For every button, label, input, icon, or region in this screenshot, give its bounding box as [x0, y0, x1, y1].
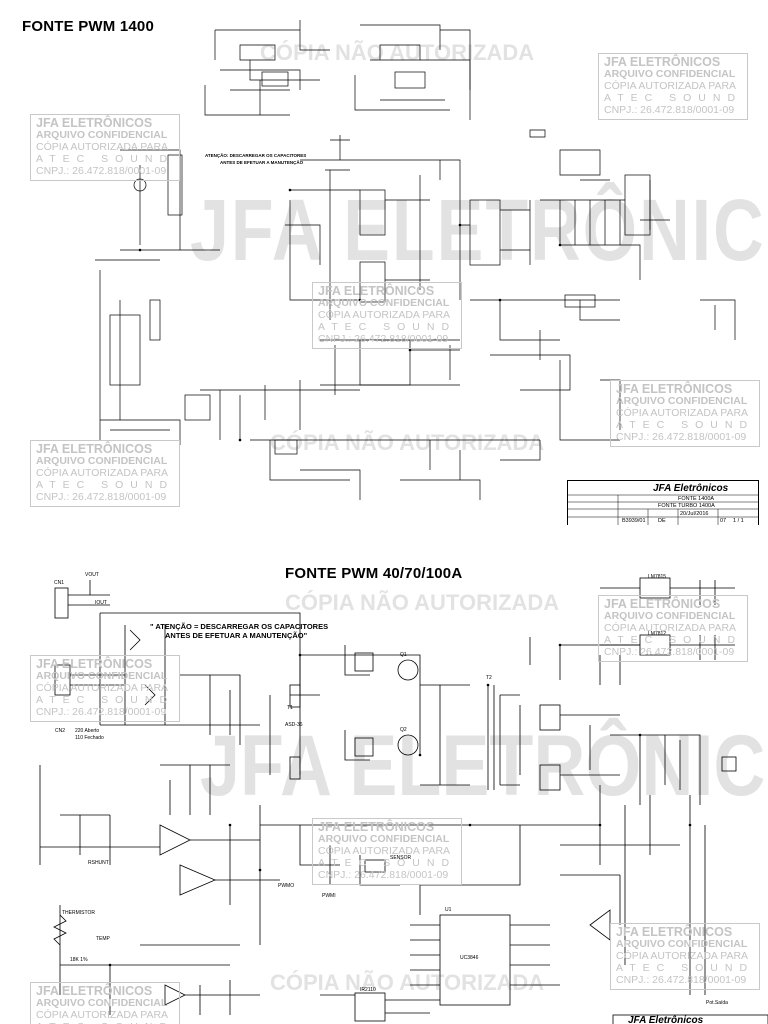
label-pwmo: PWMO — [278, 883, 295, 889]
label-lm7815: LM7815 — [648, 574, 667, 580]
title-block-cell: 07 — [720, 518, 727, 524]
big-watermark: CÓPIA NÃO AUTORIZADA — [270, 430, 545, 455]
label-t2: T2 — [486, 675, 492, 681]
label-t1: T1 — [287, 705, 293, 711]
label-thermistor: THERMISTOR — [62, 910, 95, 916]
label-220: 220 Aberto — [75, 728, 100, 734]
warning-note: " ATENÇÃO = DESCARREGAR OS CAPACITORES — [150, 622, 329, 631]
label-u1: U1 — [445, 907, 452, 913]
schematic-drawing-1 — [95, 20, 736, 500]
label-lm7812: LM7812 — [648, 631, 667, 637]
label-resistor: 18K 1% — [70, 957, 88, 963]
label-q2: Q2 — [400, 727, 407, 733]
label-cn1: CN1 — [54, 580, 65, 586]
label-q1: Q1 — [400, 652, 407, 658]
schematic-sheet-2: FONTE PWM 40/70/100A CÓPIA NÃO AUTORIZAD… — [0, 525, 768, 1024]
label-cn2: CN2 — [55, 728, 66, 734]
label-pwmi: PWMI — [322, 893, 336, 899]
big-watermark: JFA ELETRÔNICOS — [200, 718, 768, 814]
title-block-cell: FONTE 1400A — [678, 496, 715, 502]
title-block-brand: JFA Eletrônicos — [653, 483, 729, 494]
label-ir: IR2110 — [360, 987, 376, 993]
warning-note: ANTES DE EFETUAR A MANUTENÇÃO — [220, 160, 304, 165]
label-ic: UC3846 — [460, 955, 479, 961]
label-iout: IOUT — [95, 600, 107, 606]
title-block: JFA Eletrônicos FONTE 1400A FONTE TURBO … — [567, 480, 759, 525]
label-vout: VOUT — [85, 572, 99, 578]
title-block-cell: 20/Jul/2016 — [680, 511, 709, 517]
label-temp: TEMP — [96, 936, 110, 942]
schematic-drawing-2 — [39, 577, 768, 1024]
warning-note: ATENÇÃO: DESCARREGAR OS CAPACITORES — [205, 153, 307, 158]
big-watermark: CÓPIA NÃO AUTORIZADA — [270, 970, 545, 995]
title-block-cell: B3939/01 — [622, 518, 646, 524]
schematic-sheet-1: FONTE PWM 1400 JFA ELETRÔNICOS CÓPIA NÃO… — [22, 18, 768, 525]
label-pot: Pot.Saída — [706, 1000, 728, 1006]
big-watermark: CÓPIA NÃO AUTORIZADA — [285, 590, 560, 615]
big-watermark: JFA ELETRÔNICOS — [190, 181, 768, 279]
label-110: 110 Fechado — [75, 735, 104, 741]
big-watermark: CÓPIA NÃO AUTORIZADA — [260, 40, 535, 65]
title-block-cell: DE — [658, 518, 666, 524]
label-rshunt: RSHUNT — [88, 860, 109, 866]
title-block-brand: JFA Eletrônicos — [628, 1015, 704, 1024]
sheet-2-title: FONTE PWM 40/70/100A — [285, 565, 463, 582]
title-block-cell: FONTE TURBO 1400A — [658, 503, 715, 509]
sheet-1-title: FONTE PWM 1400 — [22, 18, 154, 35]
label-sensor: SENSOR — [390, 855, 412, 861]
label-asd: ASD-36 — [285, 722, 303, 728]
title-block-cell: 1 / 1 — [733, 518, 744, 524]
warning-note: ANTES DE EFETUAR A MANUTENÇÃO" — [165, 631, 308, 640]
